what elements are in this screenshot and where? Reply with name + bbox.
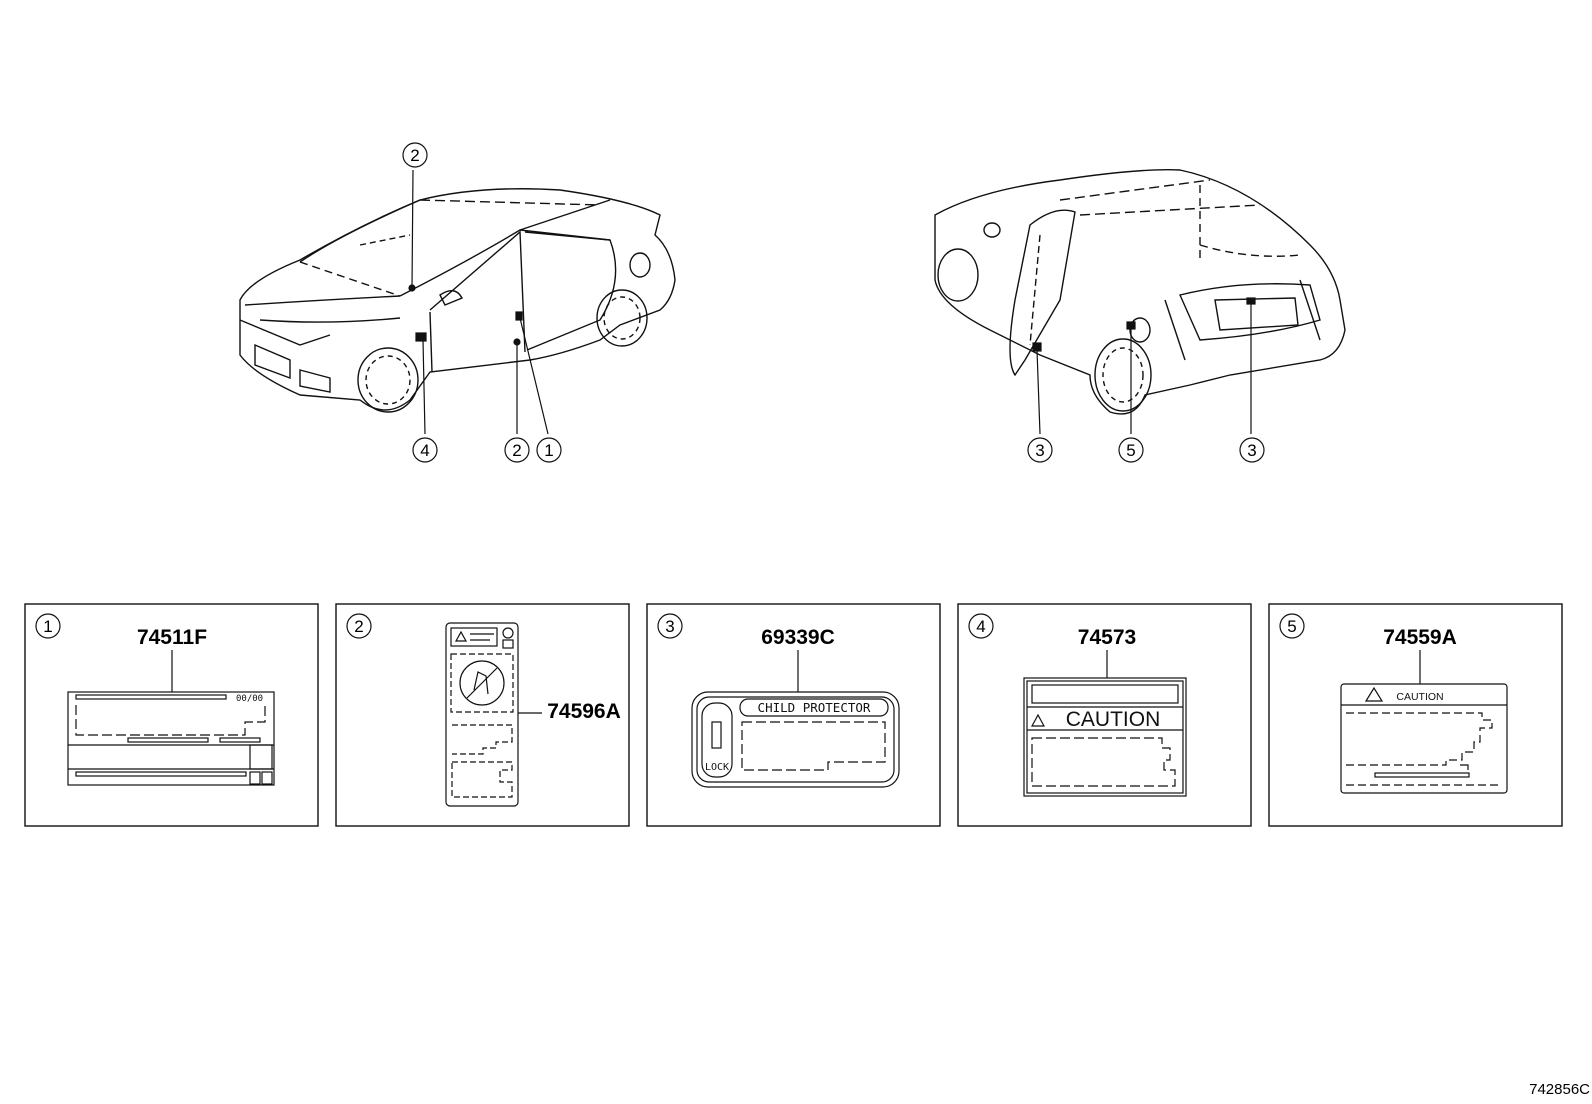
rear-car-callouts: 3 5 3 xyxy=(1027,437,1265,463)
svg-text:3: 3 xyxy=(1247,441,1256,460)
panel-5-part-number: 74559A xyxy=(1383,626,1457,649)
svg-text:1: 1 xyxy=(544,441,553,460)
child-protector-text: CHILD PROTECTOR xyxy=(758,700,871,715)
label-69339C-drawing: LOCK CHILD PROTECTOR xyxy=(691,691,900,788)
caution-text-5: CAUTION xyxy=(1396,691,1443,703)
panel-1: 1 74511F 00/00 xyxy=(24,603,319,827)
front-car-callouts: 2 4 2 1 xyxy=(402,142,562,463)
callout-4: 4 xyxy=(412,437,438,463)
label-74596A-drawing xyxy=(445,622,519,807)
panel-2: 2 74596A xyxy=(335,603,630,827)
panel-1-part-number: 74511F xyxy=(137,626,207,649)
panel-3-part-number: 69339C xyxy=(761,626,835,649)
callout-5: 5 xyxy=(1118,437,1144,463)
panel-4-index: 4 xyxy=(976,617,985,636)
lock-text: LOCK xyxy=(705,762,729,773)
callout-2-top: 2 xyxy=(402,142,428,168)
panel-1-index: 1 xyxy=(43,617,52,636)
rear-car-leaders xyxy=(1032,297,1256,435)
front-car-illustration xyxy=(239,188,676,413)
svg-text:2: 2 xyxy=(512,441,521,460)
panel-5-index: 5 xyxy=(1287,617,1296,636)
callout-3-left: 3 xyxy=(1027,437,1053,463)
panel-2-part-number: 74596A xyxy=(547,700,621,723)
panel-4-part-number: 74573 xyxy=(1078,626,1136,649)
caution-text-4: CAUTION xyxy=(1066,708,1161,731)
panel-5: 5 74559A CAUTION xyxy=(1268,603,1563,827)
label-74511F-drawing: 00/00 xyxy=(67,691,275,786)
svg-text:2: 2 xyxy=(410,146,419,165)
svg-text:5: 5 xyxy=(1126,441,1135,460)
rear-car-illustration xyxy=(934,169,1346,415)
diagram-id: 742856C xyxy=(1529,1081,1590,1098)
callout-1: 1 xyxy=(536,437,562,463)
svg-text:4: 4 xyxy=(420,441,429,460)
panel-4: 4 74573 CAUTION xyxy=(957,603,1252,827)
callout-2-bottom: 2 xyxy=(504,437,530,463)
label-74511F-text: 00/00 xyxy=(236,694,263,704)
panel-3-index: 3 xyxy=(665,617,674,636)
label-74559A-drawing: CAUTION xyxy=(1340,683,1508,794)
svg-text:3: 3 xyxy=(1035,441,1044,460)
panel-3: 3 69339C LOCK CHILD PROTECTOR xyxy=(646,603,941,827)
callout-3-right: 3 xyxy=(1239,437,1265,463)
front-car-leaders xyxy=(408,169,549,435)
label-74573-drawing: CAUTION xyxy=(1023,677,1187,797)
panel-2-index: 2 xyxy=(354,617,363,636)
